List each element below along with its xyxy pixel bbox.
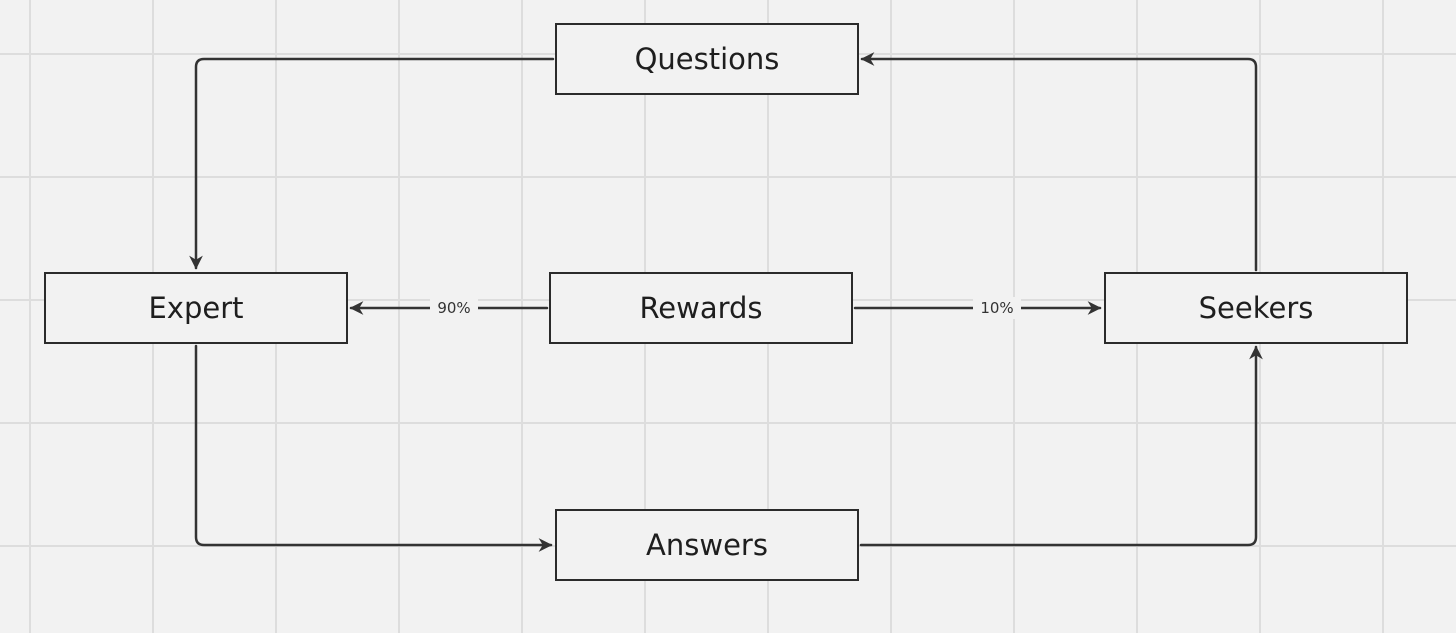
edge-seekers-to-questions[interactable] xyxy=(860,52,1258,272)
edge-label-90-percent: 90% xyxy=(437,299,470,317)
edge-label-10-percent: 10% xyxy=(980,299,1013,317)
node-seekers-label: Seekers xyxy=(1198,291,1314,325)
edge-label-bg xyxy=(430,297,478,319)
node-questions-label: Questions xyxy=(634,42,780,76)
node-questions[interactable]: Questions xyxy=(555,23,859,95)
node-rewards-label: Rewards xyxy=(639,291,763,325)
edge-questions-to-expert[interactable] xyxy=(189,57,555,270)
edge-answers-to-seekers[interactable] xyxy=(859,345,1263,547)
edge-label-bg xyxy=(973,297,1021,319)
node-seekers[interactable]: Seekers xyxy=(1104,272,1408,344)
node-rewards[interactable]: Rewards xyxy=(549,272,853,344)
node-answers-label: Answers xyxy=(646,528,768,562)
node-expert-label: Expert xyxy=(148,291,244,325)
edge-expert-to-answers[interactable] xyxy=(194,344,553,552)
node-answers[interactable]: Answers xyxy=(555,509,859,581)
node-expert[interactable]: Expert xyxy=(44,272,348,344)
